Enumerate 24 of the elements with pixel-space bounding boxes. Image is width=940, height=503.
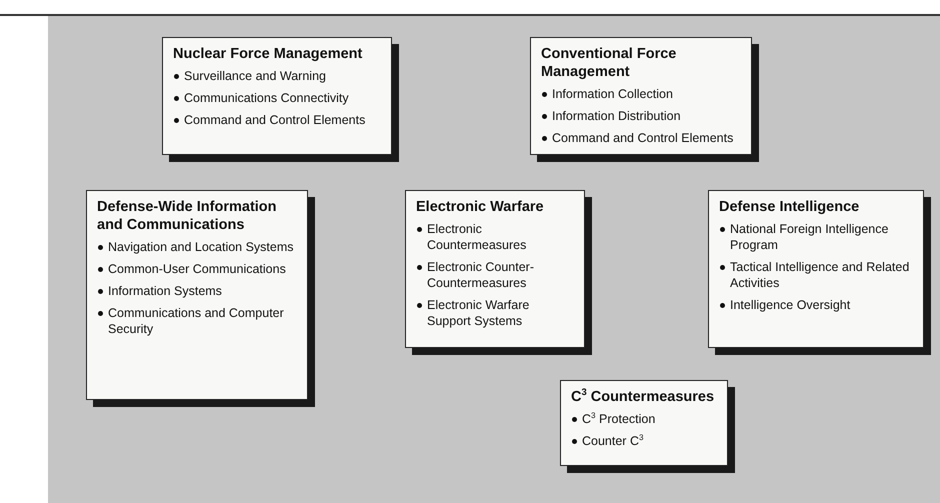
list-item: Intelligence Oversight (730, 298, 850, 312)
list-item: Electronic Countermeasures (427, 222, 526, 252)
list-item: Communications and Computer Security (108, 306, 284, 336)
box-heading: Defense-Wide Information and Communications (97, 198, 278, 234)
box-heading: Electronic Warfare (416, 198, 545, 216)
list-item: Electronic Warfare Support Systems (427, 298, 530, 328)
box-heading: Nuclear Force Management (173, 45, 364, 63)
list-item: Tactical Intelligence and Related Activities (730, 260, 910, 290)
list-item: Command and Control Elements (184, 113, 366, 127)
list-item: Electronic Counter-Countermeasures (427, 260, 534, 290)
box-heading: Defense Intelligence (719, 198, 860, 216)
list-item: Information Systems (108, 284, 222, 298)
box-heading: C$^{3}$ Countermeasures (571, 388, 716, 406)
list-item: Navigation and Location Systems (108, 240, 294, 254)
list-item: Common-User Communications (108, 262, 286, 276)
list-item: National Foreign Intelligence Program (730, 222, 888, 252)
box-heading: Conventional Force Management (541, 45, 678, 81)
list-item: C$^{3}$ Protection (582, 412, 656, 426)
list-item: Information Distribution (552, 109, 681, 123)
list-item: Counter C$^{3}$ (582, 434, 644, 448)
list-item: Surveillance and Warning (184, 69, 326, 83)
list-item: Communications Connectivity (184, 91, 349, 105)
list-item: Command and Control Elements (552, 131, 734, 145)
list-item: Information Collection (552, 87, 673, 101)
